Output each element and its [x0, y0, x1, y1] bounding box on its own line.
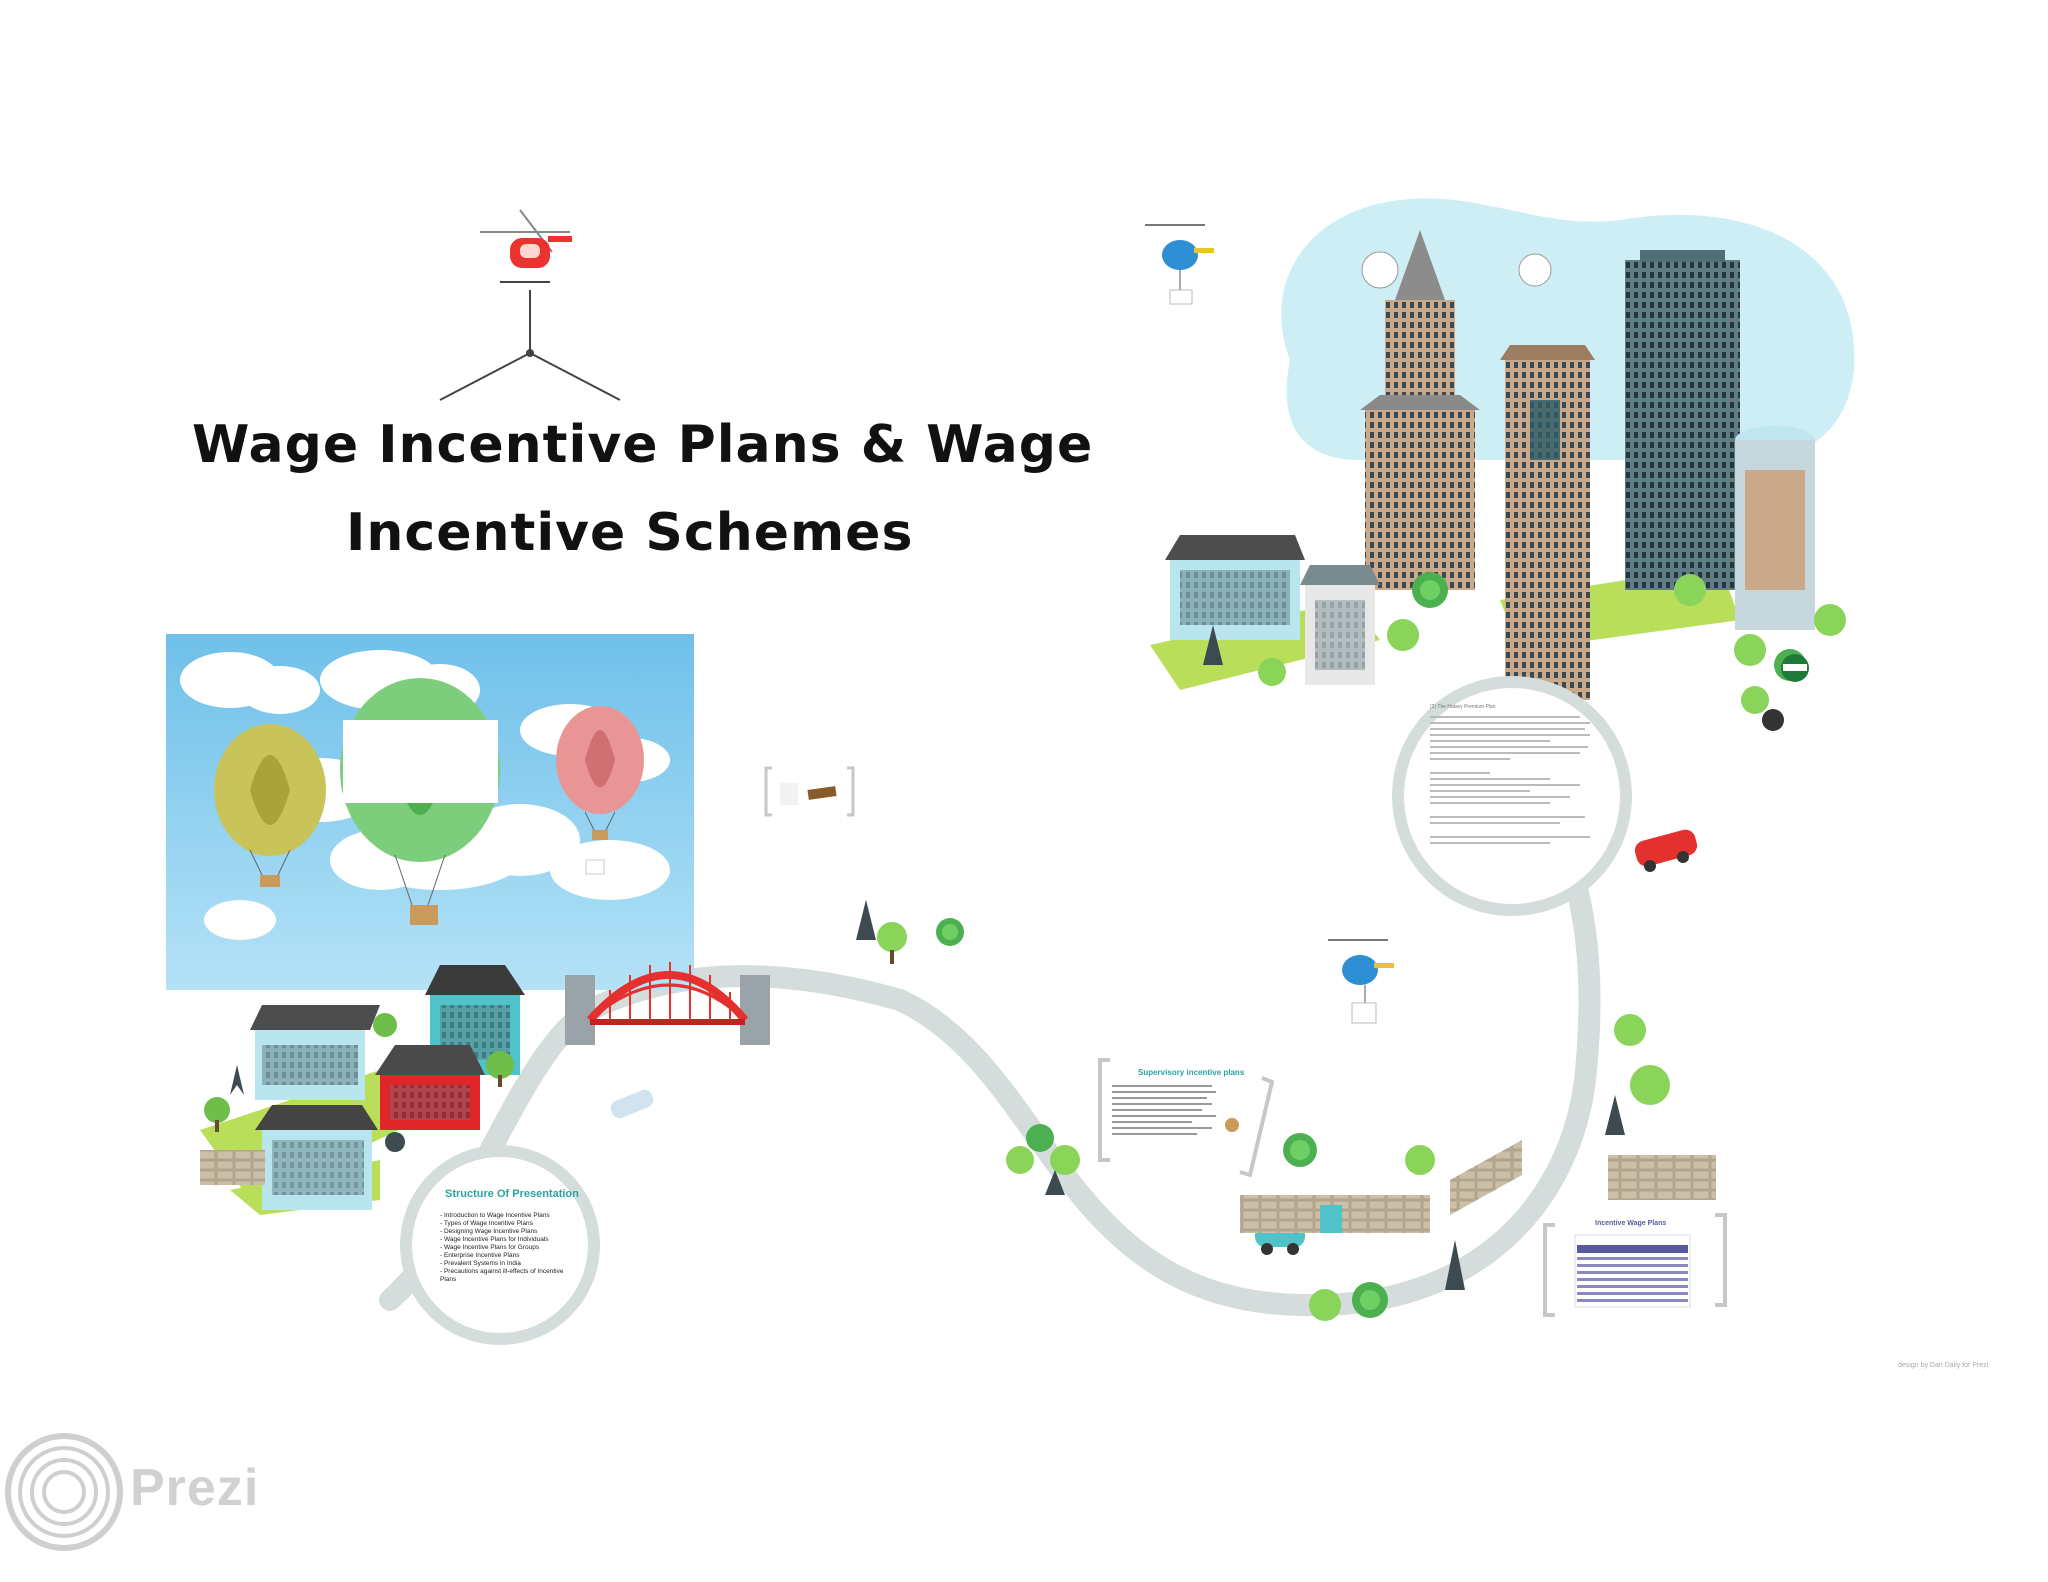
structure-list: - Introduction to Wage Incentive Plans -… [440, 1212, 563, 1284]
list-item: Plans [440, 1276, 457, 1283]
city-skyline [1150, 198, 1855, 731]
list-item: - Designing Wage Incentive Plans [440, 1228, 538, 1235]
incentive-table-card[interactable] [1543, 1213, 1727, 1317]
structure-heading: Structure Of Presentation [445, 1188, 579, 1200]
title-line-2: Incentive Schemes [346, 503, 914, 563]
list-item: - Precautions against ill-effects of Inc… [440, 1268, 564, 1275]
red-helicopter-icon [480, 209, 572, 283]
supervisory-card[interactable] [1098, 1058, 1275, 1178]
incentive-table-heading: Incentive Wage Plans [1595, 1220, 1667, 1227]
list-item: - Types of Wage Incentive Plans [440, 1220, 533, 1227]
blue-helicopter-icon [1145, 224, 1214, 305]
list-item: - Wage Incentive Plans for Groups [440, 1244, 540, 1251]
red-car-icon [1634, 829, 1698, 872]
halsey-heading: (2) The Halsey Premium Plan [1430, 704, 1496, 710]
prezi-brand: Prezi [130, 1458, 259, 1518]
list-item: - Enterprise Incentive Plans [440, 1252, 520, 1259]
stone-walls [1240, 1140, 1716, 1233]
left-town [200, 965, 525, 1215]
prezi-wordmark: Prezi [130, 1459, 260, 1517]
blue-car-icon [610, 1089, 654, 1119]
road-trees [856, 900, 1670, 1321]
title-line-1: Wage Incentive Plans & Wage [192, 415, 1094, 475]
list-item: - Introduction to Wage Incentive Plans [440, 1212, 550, 1219]
halsey-text-lines [1430, 716, 1590, 848]
list-item: - Wage Incentive Plans for Individuals [440, 1236, 549, 1243]
supervisory-heading: Supervisory incentive plans [1138, 1068, 1245, 1077]
list-item: - Prevalent Systems in India [440, 1260, 521, 1267]
balloon-scene [166, 634, 694, 990]
helicopter-stand [439, 290, 621, 401]
design-credit: design by Dan Daily for Prezi [1898, 1362, 1989, 1369]
blue-helicopter-icon [1328, 939, 1394, 1024]
red-bridge [565, 962, 770, 1045]
small-image-card [764, 766, 855, 817]
prezi-logo-mark [5, 1433, 123, 1551]
